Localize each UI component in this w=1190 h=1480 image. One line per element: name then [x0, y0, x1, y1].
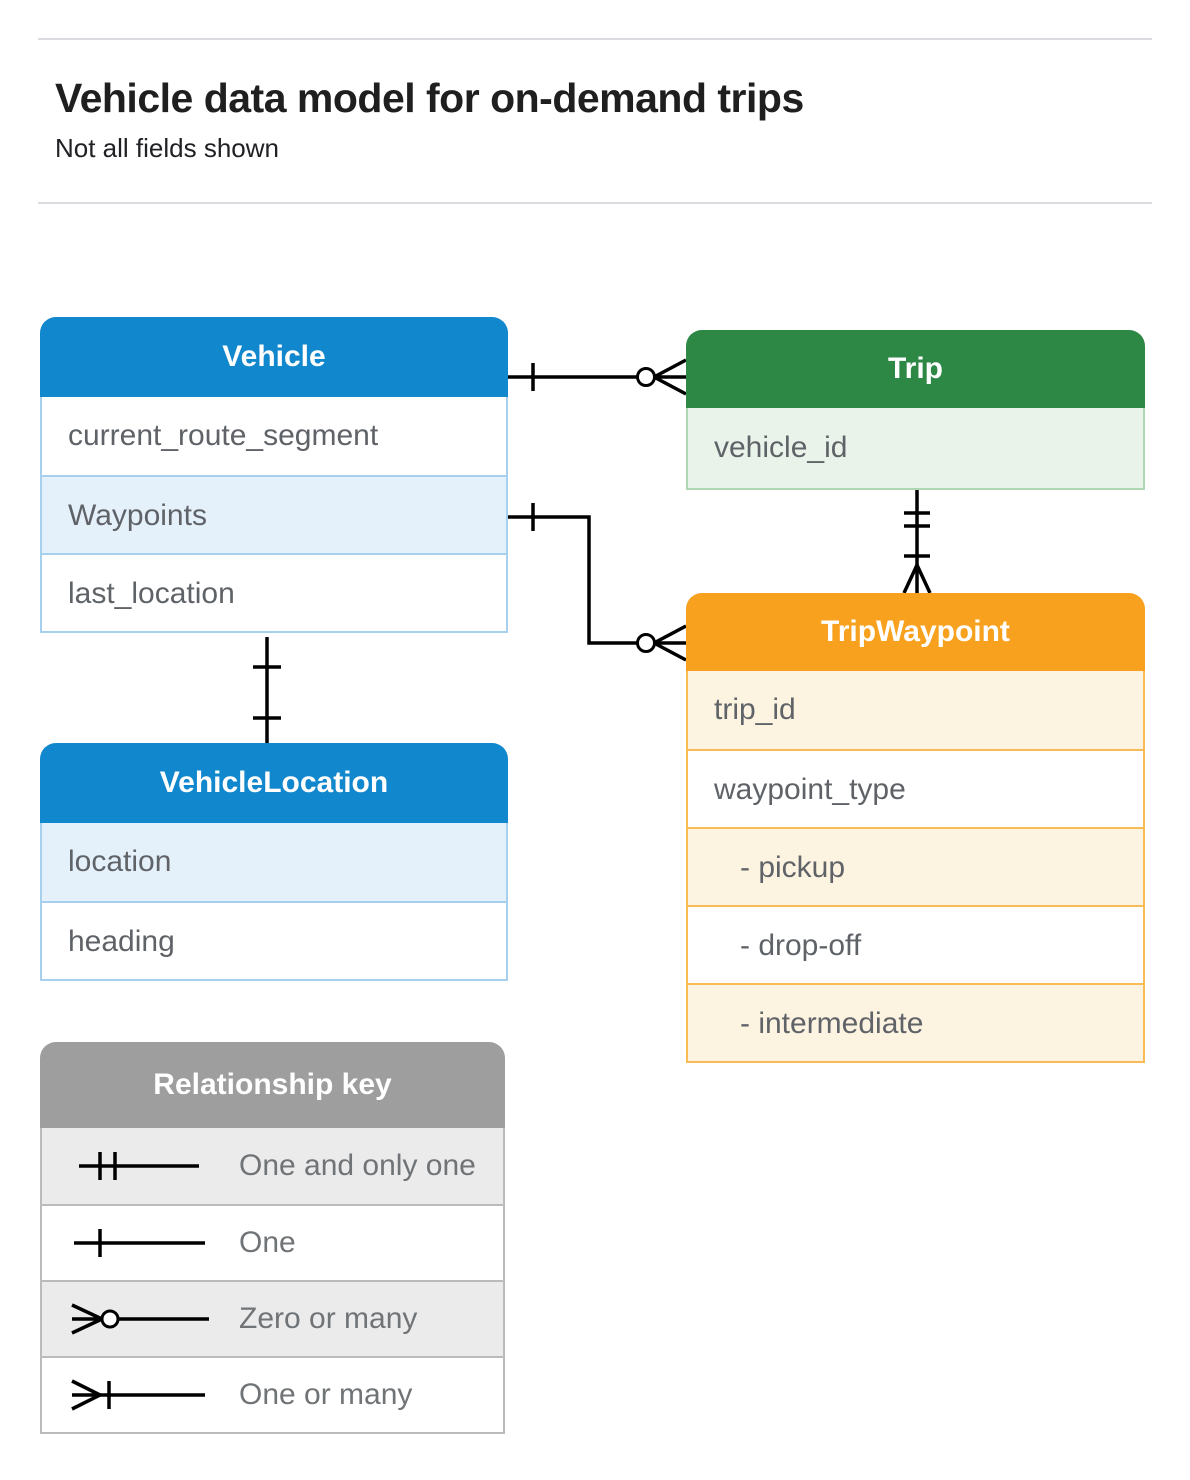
table-row-last-location: last_location	[42, 553, 506, 631]
trip-table: Trip vehicle_id	[686, 330, 1145, 490]
vehicle-location-table: VehicleLocation location heading	[40, 743, 508, 981]
connector-vehicle-vehiclelocation	[253, 637, 281, 743]
table-row-location: location	[42, 823, 506, 901]
table-row-waypoints: Waypoints	[42, 475, 506, 553]
trip-table-body: vehicle_id	[686, 408, 1145, 490]
table-row-heading: heading	[42, 901, 506, 979]
table-row-vehicle-id: vehicle_id	[688, 408, 1143, 488]
legend-item-label: One and only one	[239, 1149, 476, 1182]
legend-item-label: Zero or many	[239, 1302, 418, 1335]
one-or-many-icon	[71, 1379, 205, 1411]
zero-or-many-icon	[71, 1303, 209, 1335]
trip-waypoint-table-header: TripWaypoint	[686, 593, 1145, 671]
relationship-key-table: Relationship key One and only one One	[40, 1042, 505, 1434]
relationship-key-header: Relationship key	[40, 1042, 505, 1128]
table-row-intermediate: - intermediate	[688, 983, 1143, 1061]
page-subtitle: Not all fields shown	[55, 133, 279, 163]
table-row-trip-id: trip_id	[688, 671, 1143, 749]
connector-trip-tripwaypoint	[902, 490, 932, 594]
table-row-pickup: - pickup	[688, 827, 1143, 905]
header-divider	[38, 202, 1152, 204]
vehicle-table: Vehicle current_route_segment Waypoints …	[40, 317, 508, 633]
relationship-key-body: One and only one One Zero or many	[40, 1128, 505, 1434]
vehicle-location-table-body: location heading	[40, 823, 508, 981]
table-row-drop-off: - drop-off	[688, 905, 1143, 983]
connector-waypoints-tripwaypoint	[508, 503, 687, 662]
page-title: Vehicle data model for on-demand trips	[55, 75, 804, 121]
trip-waypoint-table: TripWaypoint trip_id waypoint_type - pic…	[686, 593, 1145, 1063]
legend-item-zero-or-many: Zero or many	[42, 1280, 503, 1356]
vehicle-table-header: Vehicle	[40, 317, 508, 397]
trip-table-header: Trip	[686, 330, 1145, 408]
vehicle-table-body: current_route_segment Waypoints last_loc…	[40, 397, 508, 633]
legend-item-one: One	[42, 1204, 503, 1280]
legend-item-one-and-only-one: One and only one	[42, 1128, 503, 1204]
legend-item-one-or-many: One or many	[42, 1356, 503, 1432]
table-row-current-route-segment: current_route_segment	[68, 419, 379, 452]
top-divider	[38, 38, 1152, 40]
legend-item-label: One or many	[239, 1378, 413, 1411]
one-icon	[74, 1229, 205, 1257]
table-row-waypoint-type: waypoint_type	[688, 749, 1143, 827]
connector-vehicle-trip	[508, 358, 687, 396]
legend-item-label: One	[239, 1226, 296, 1259]
one-and-only-one-icon	[79, 1152, 199, 1180]
vehicle-location-table-header: VehicleLocation	[40, 743, 508, 823]
trip-waypoint-table-body: trip_id waypoint_type - pickup - drop-of…	[686, 671, 1145, 1063]
